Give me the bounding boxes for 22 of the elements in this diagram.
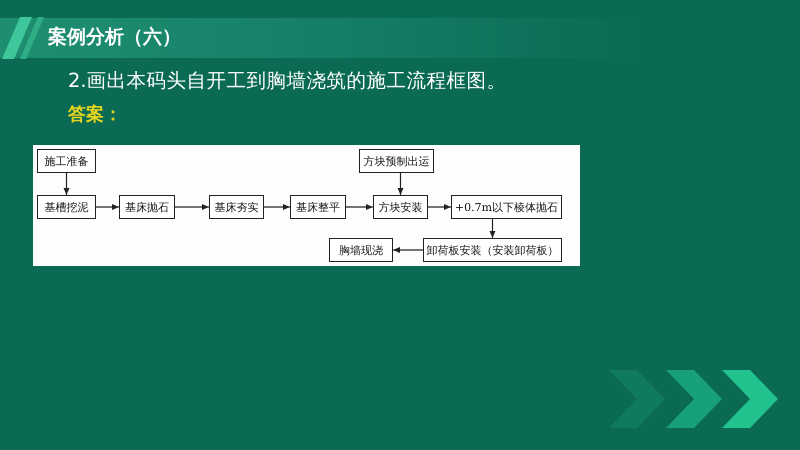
process-box: +0.7m以下棱体抛石: [451, 195, 562, 219]
process-box: 施工准备: [37, 149, 96, 173]
question-text: 2.画出本码头自开工到胸墙浇筑的施工流程框图。: [68, 68, 507, 94]
answer-label: 答案：: [68, 103, 122, 127]
arrow: [96, 204, 119, 210]
arrow: [175, 204, 209, 210]
process-box: 基床整平: [290, 195, 346, 219]
arrow: [398, 173, 404, 195]
process-box: 基床抛石: [119, 195, 175, 219]
arrow: [393, 247, 423, 253]
arrow: [264, 204, 290, 210]
process-box: 基槽挖泥: [37, 195, 96, 219]
arrow: [490, 219, 496, 238]
process-box: 方块安装: [373, 195, 428, 219]
arrow: [346, 204, 373, 210]
process-box: 方块预制出运: [359, 149, 434, 173]
arrow: [428, 204, 451, 210]
process-box: 胸墙现浇: [329, 238, 393, 262]
process-box: 卸荷板安装（安装卸荷板）: [423, 238, 562, 262]
slide-title: 案例分析（六）: [48, 25, 181, 50]
arrow: [64, 173, 70, 195]
process-box: 基床夯实: [209, 195, 264, 219]
